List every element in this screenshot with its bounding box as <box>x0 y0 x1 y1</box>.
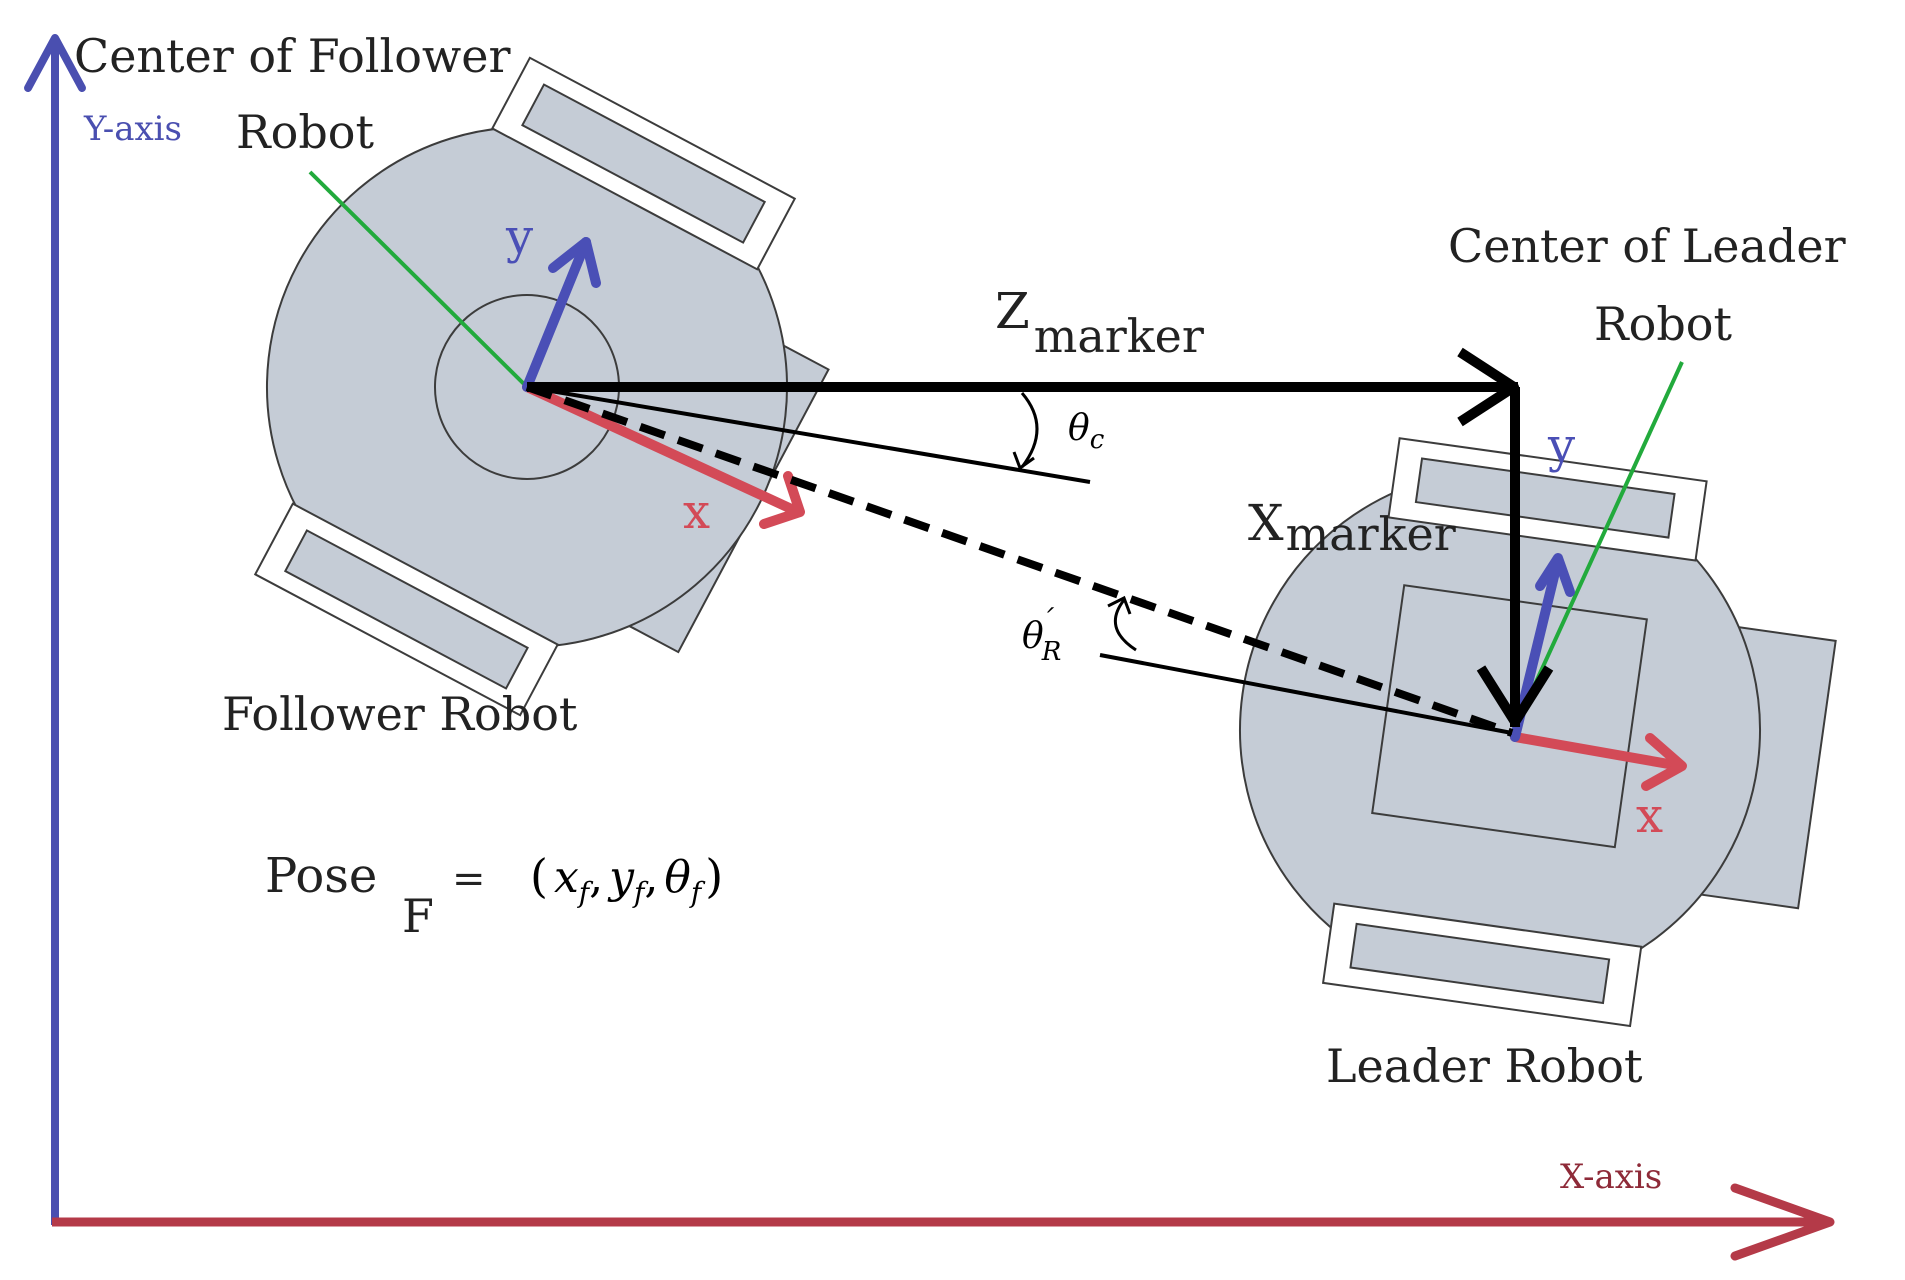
camera-heading-line <box>526 385 1091 484</box>
leader-reference-line <box>1099 653 1513 735</box>
pose-comma-2: , <box>644 852 658 903</box>
theta-c-label: θc <box>1068 408 1105 455</box>
follower-frame-x-arrow <box>522 382 805 529</box>
center-leader-label-line1: Center of Leader <box>1448 219 1846 273</box>
leader-frame-x-arrow <box>1510 732 1687 791</box>
leader-robot-label: Leader Robot <box>1326 1039 1643 1093</box>
pose-x: x <box>554 852 579 903</box>
pose-expression: (xf,yf,θf) <box>530 849 723 909</box>
leader-frame-y-label: y <box>1547 418 1575 474</box>
theta-c-arc <box>1012 392 1039 471</box>
pose-y: y <box>607 852 635 903</box>
follower-inner-ring <box>434 294 620 480</box>
follower-wheel-top <box>521 83 767 244</box>
pose-sub: F <box>402 889 434 943</box>
z-marker-main: Z <box>995 282 1030 340</box>
center-follower-label-line1: Center of Follower <box>74 29 511 83</box>
relative-position-dashed-line <box>525 383 1514 737</box>
theta-r-label: θ´R <box>1022 604 1061 667</box>
follower-wheel-bottom <box>283 529 529 690</box>
theta-r-symbol: θ <box>1022 616 1044 657</box>
follower-robot-label: Follower Robot <box>222 687 578 741</box>
center-leader-label-line2: Robot <box>1594 297 1732 351</box>
x-marker-arrow <box>1476 387 1554 727</box>
follower-frame-x-label: x <box>683 484 710 540</box>
leader-frame-x-label: x <box>1636 788 1663 844</box>
pose-theta: θ <box>664 852 691 903</box>
follower-center-pointer <box>308 170 529 389</box>
theta-r-prime: ´ <box>1040 604 1055 637</box>
global-y-axis <box>24 34 86 1225</box>
x-marker-main: X <box>1248 494 1284 552</box>
z-marker-sub: marker <box>1034 309 1204 363</box>
pose-theta-sub: f <box>689 876 706 909</box>
leader-marker-square <box>1371 584 1648 849</box>
x-axis-label: X-axis <box>1560 1157 1662 1197</box>
theta-c-sub: c <box>1090 425 1105 455</box>
theta-c-symbol: θ <box>1068 408 1090 449</box>
y-axis-label: Y-axis <box>83 109 182 149</box>
global-x-axis <box>52 1183 1835 1261</box>
follower-frame-y-arrow <box>522 237 601 392</box>
z-marker-label: Zmarker <box>995 282 1204 363</box>
pose-open-paren: ( <box>530 849 548 903</box>
pose-close-paren: ) <box>705 849 723 903</box>
pose-equals: = <box>452 856 486 902</box>
pose-comma-1: , <box>589 852 603 903</box>
x-marker-sub: marker <box>1286 507 1456 561</box>
x-marker-label: Xmarker <box>1248 494 1456 561</box>
pose-word: Pose <box>265 848 377 904</box>
leader-center-pointer <box>1513 361 1684 729</box>
theta-r-sub: R <box>1041 637 1062 667</box>
center-follower-label-line2: Robot <box>236 105 374 159</box>
theta-r-arc <box>1107 595 1137 652</box>
follower-frame-y-label: y <box>505 209 533 265</box>
leader-wheel-bottom <box>1349 922 1611 1005</box>
